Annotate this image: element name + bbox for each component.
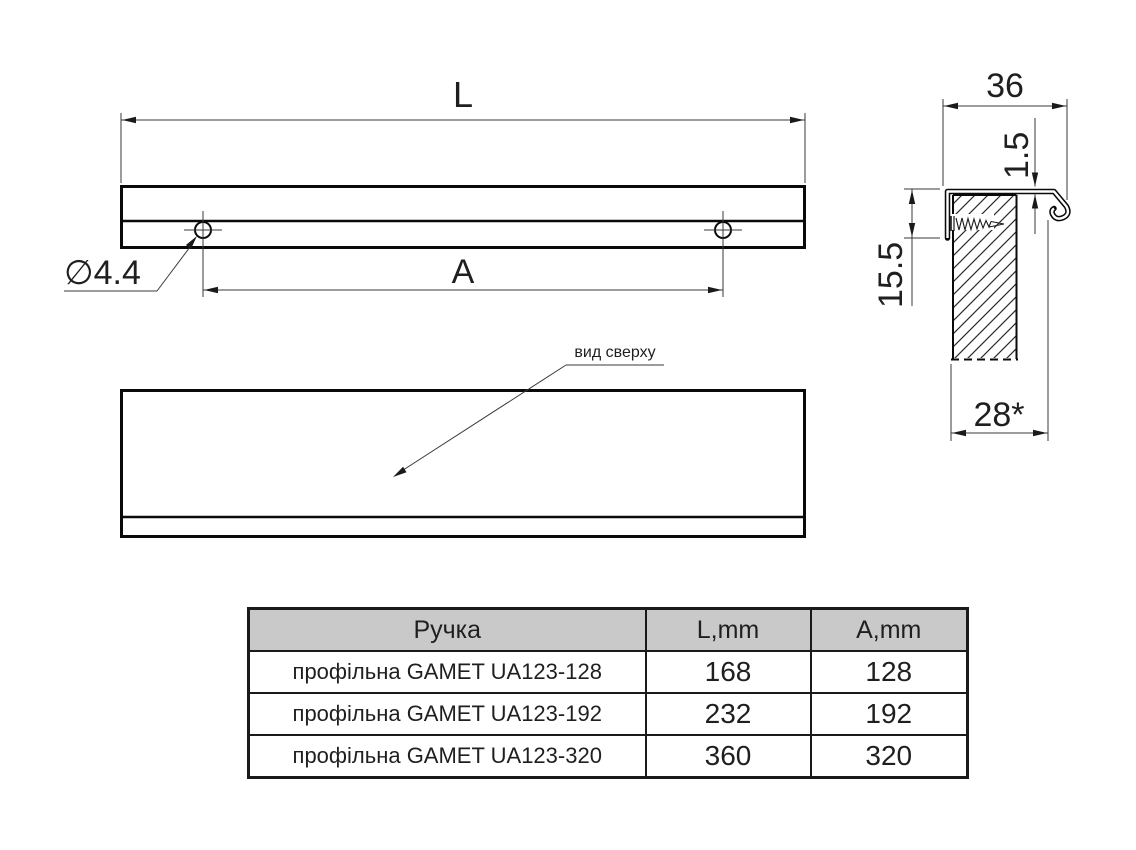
size-table: Ручка L,mm A,mm профільна GAMET UA123-12… — [247, 607, 969, 779]
col-header-L: L,mm — [644, 607, 812, 652]
dim-A-label: A — [452, 253, 475, 291]
leader-line — [156, 242, 194, 292]
arrowhead — [708, 286, 722, 294]
dim-L-label: L — [453, 74, 473, 115]
handle-spacing: 320 — [809, 734, 969, 779]
table-row: профільна GAMET UA123-192 232 192 — [247, 692, 969, 736]
dim-28-label: 28* — [973, 396, 1024, 434]
top-view-callout: вид сверху — [393, 344, 664, 477]
size-table-wrap: Ручка L,mm A,mm профільна GAMET UA123-12… — [247, 607, 969, 779]
screw-mask — [950, 214, 994, 230]
handle-body-outline — [120, 185, 806, 249]
arrowhead — [204, 286, 218, 294]
handle-length: 360 — [644, 734, 812, 779]
handle-name: профільна GAMET UA123-192 — [247, 692, 647, 736]
handle-name: профільна GAMET UA123-320 — [247, 734, 647, 779]
dimension-36: 36 — [942, 67, 1068, 200]
arrowhead — [790, 116, 804, 124]
handle-length: 168 — [644, 650, 812, 694]
dimension-A: A — [203, 253, 723, 294]
screw-tip — [988, 220, 1005, 228]
col-header-handle: Ручка — [247, 607, 647, 652]
handle-spacing: 192 — [809, 692, 969, 736]
screw — [950, 214, 1005, 232]
dim-36-label: 36 — [986, 67, 1024, 105]
arrowhead — [908, 223, 916, 237]
arrowhead — [185, 236, 197, 249]
arrowhead — [1031, 172, 1039, 187]
table-row: профільна GAMET UA123-128 168 128 — [247, 650, 969, 694]
col-header-A: A,mm — [809, 607, 969, 652]
section-view — [944, 188, 1071, 361]
dimension-28: 28* — [950, 220, 1049, 441]
handle-spacing: 128 — [809, 650, 969, 694]
arrowhead — [122, 116, 136, 124]
front-view — [120, 185, 806, 297]
dimension-15-5: 15.5 — [872, 188, 940, 308]
top-view-label: вид сверху — [574, 344, 655, 361]
handle-profile-core — [946, 190, 1070, 238]
hole-diameter-label: ∅4.4 — [64, 254, 141, 292]
table-header-row: Ручка L,mm A,mm — [247, 607, 969, 652]
hole-centerlines — [184, 211, 742, 297]
handle-length: 232 — [644, 692, 812, 736]
top-view-outline — [120, 389, 806, 538]
hole-diameter-callout: ∅4.4 — [64, 236, 197, 292]
table-row: профільна GAMET UA123-320 360 320 — [247, 734, 969, 779]
arrowhead — [1052, 102, 1066, 110]
arrowhead — [952, 429, 966, 437]
arrowhead — [908, 190, 916, 204]
arrowhead — [1031, 194, 1039, 209]
leader-line — [396, 364, 567, 475]
dim-15-5-label: 15.5 — [872, 242, 910, 308]
arrowhead — [1033, 429, 1047, 437]
dim-1-5-label: 1.5 — [998, 132, 1036, 179]
handle-name: профільна GAMET UA123-128 — [247, 650, 647, 694]
arrowhead — [393, 466, 407, 477]
top-view — [120, 389, 806, 538]
arrowhead — [944, 102, 958, 110]
screw-threads — [955, 216, 992, 232]
dimension-L: L — [120, 74, 806, 183]
dimension-1-5: 1.5 — [998, 118, 1039, 234]
